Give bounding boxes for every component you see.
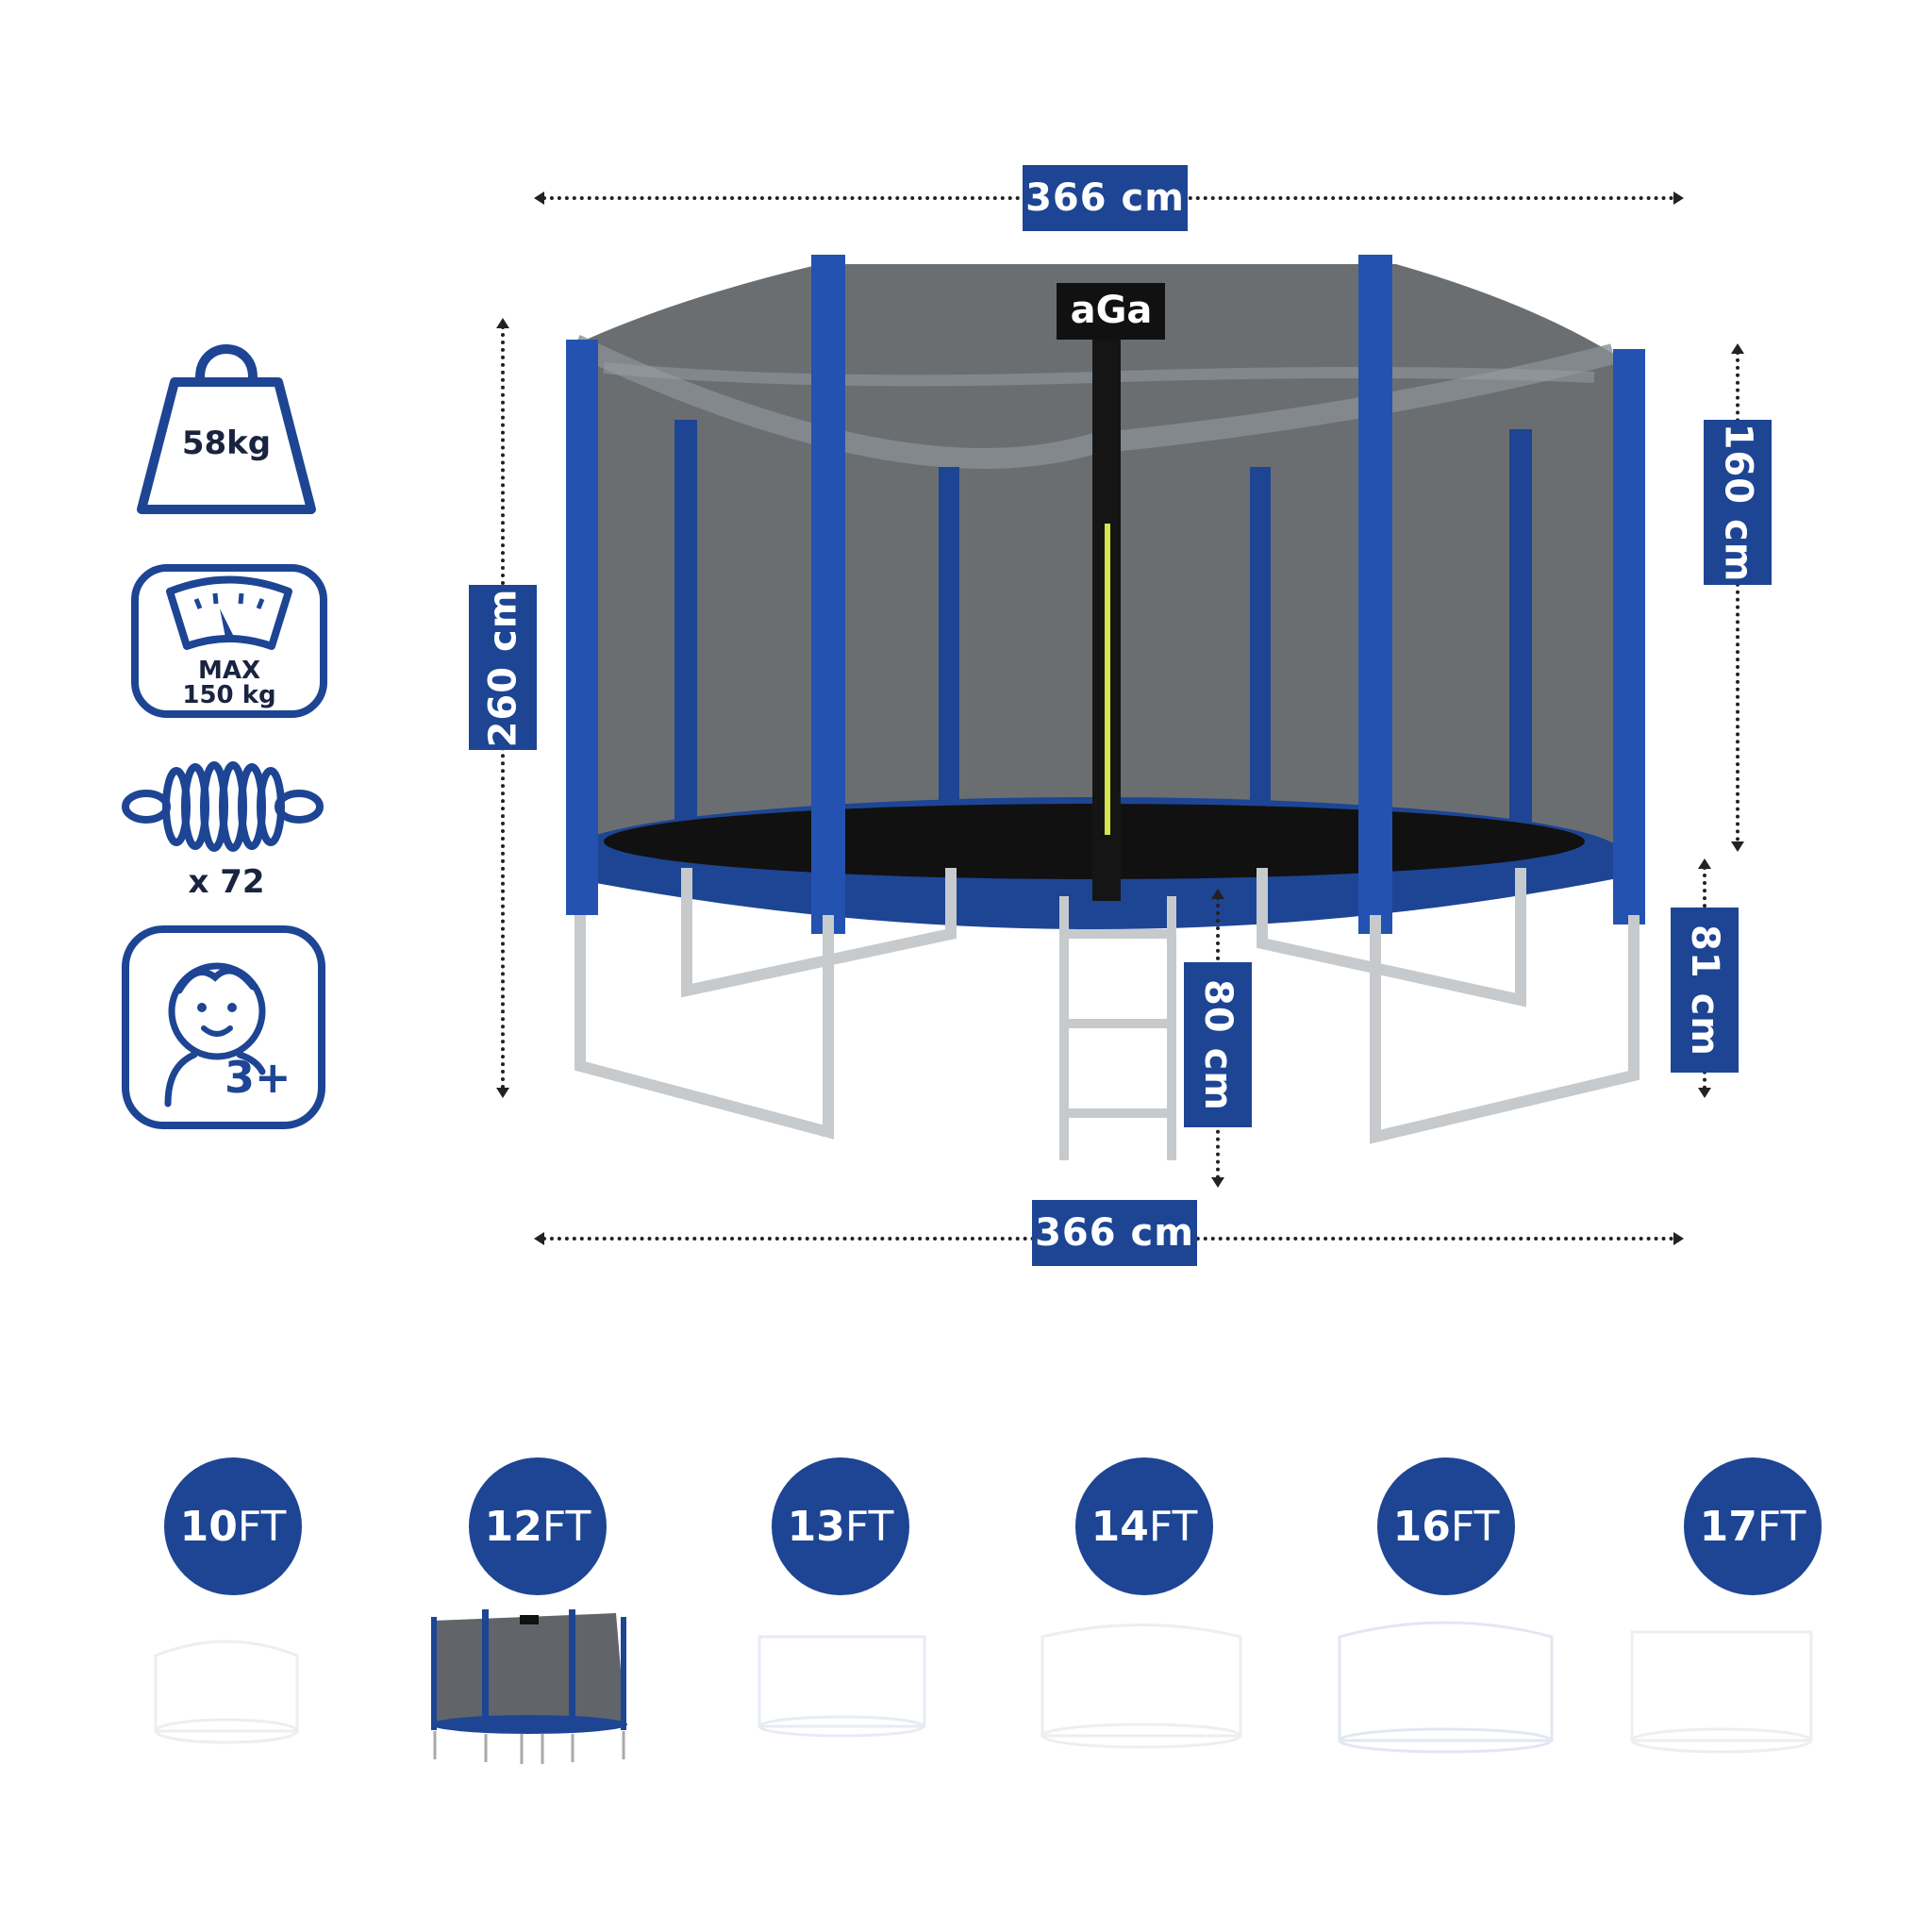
weight-icon [137, 344, 316, 514]
springs-label: x 72 [188, 863, 265, 901]
total-height-arrow-bottom [496, 1088, 509, 1098]
size-unit: FT [1450, 1502, 1500, 1551]
net-height-arrow-bottom [1731, 841, 1744, 852]
net-height-arrow-top [1731, 343, 1744, 354]
spring-icon [122, 761, 324, 852]
ladder-height-arrow-bottom [1211, 1177, 1224, 1188]
ladder-height-arrow-top [1211, 889, 1224, 899]
size-unit: FT [1148, 1502, 1198, 1551]
size-number: 10 [179, 1502, 238, 1551]
size-number: 16 [1392, 1502, 1451, 1551]
total-height-label: 260 cm [469, 585, 537, 750]
total-height-arrow-top [496, 318, 509, 328]
ladder [1059, 896, 1176, 1160]
front-poles [566, 255, 1645, 934]
size-unit: FT [237, 1502, 287, 1551]
bottom-width-label: 366 cm [1032, 1200, 1197, 1266]
child-icon [122, 925, 325, 1129]
frame-height-label: 81 cm [1671, 908, 1739, 1073]
max-load-line2: 150 kg [182, 681, 276, 709]
net-height-text: 160 cm [1716, 423, 1759, 582]
thumb-14ft[interactable] [1038, 1613, 1245, 1764]
net-height-line [1736, 351, 1740, 841]
ladder-height-text: 80 cm [1196, 978, 1240, 1111]
top-width-arrow-left [534, 192, 544, 205]
size-number: 12 [484, 1502, 542, 1551]
frame-height-arrow-bottom [1698, 1088, 1711, 1098]
size-unit: FT [1756, 1502, 1806, 1551]
total-height-text: 260 cm [481, 588, 524, 747]
size-number: 17 [1699, 1502, 1757, 1551]
thumb-10ft[interactable] [151, 1627, 302, 1769]
thumb-16ft[interactable] [1335, 1608, 1556, 1769]
thumb-12ft[interactable] [427, 1604, 635, 1769]
size-number: 13 [787, 1502, 845, 1551]
max-load-line1: MAX [197, 657, 261, 685]
size-number: 14 [1090, 1502, 1149, 1551]
thumb-17ft[interactable] [1627, 1608, 1816, 1769]
top-width-arrow-right [1673, 192, 1684, 205]
net-entrance: aGa [1057, 283, 1165, 901]
brand-logo: aGa [1071, 289, 1153, 332]
thumb-13ft[interactable] [755, 1613, 929, 1755]
scale-icon [131, 564, 327, 718]
size-unit: FT [844, 1502, 894, 1551]
bottom-width-arrow-right [1673, 1232, 1684, 1245]
frame-legs [574, 868, 1640, 1144]
back-poles [674, 420, 1532, 873]
weight-label: 58kg [181, 425, 272, 462]
trampoline-illustration: aGa [566, 255, 1645, 1160]
top-width-label: 366 cm [1023, 165, 1188, 231]
net-height-label: 160 cm [1704, 420, 1772, 585]
bottom-width-arrow-left [534, 1232, 544, 1245]
ladder-height-label: 80 cm [1184, 962, 1252, 1127]
frame-height-arrow-top [1698, 858, 1711, 869]
frame-height-text: 81 cm [1683, 924, 1727, 1057]
age-label: 3+ [225, 1052, 291, 1103]
size-unit: FT [541, 1502, 591, 1551]
